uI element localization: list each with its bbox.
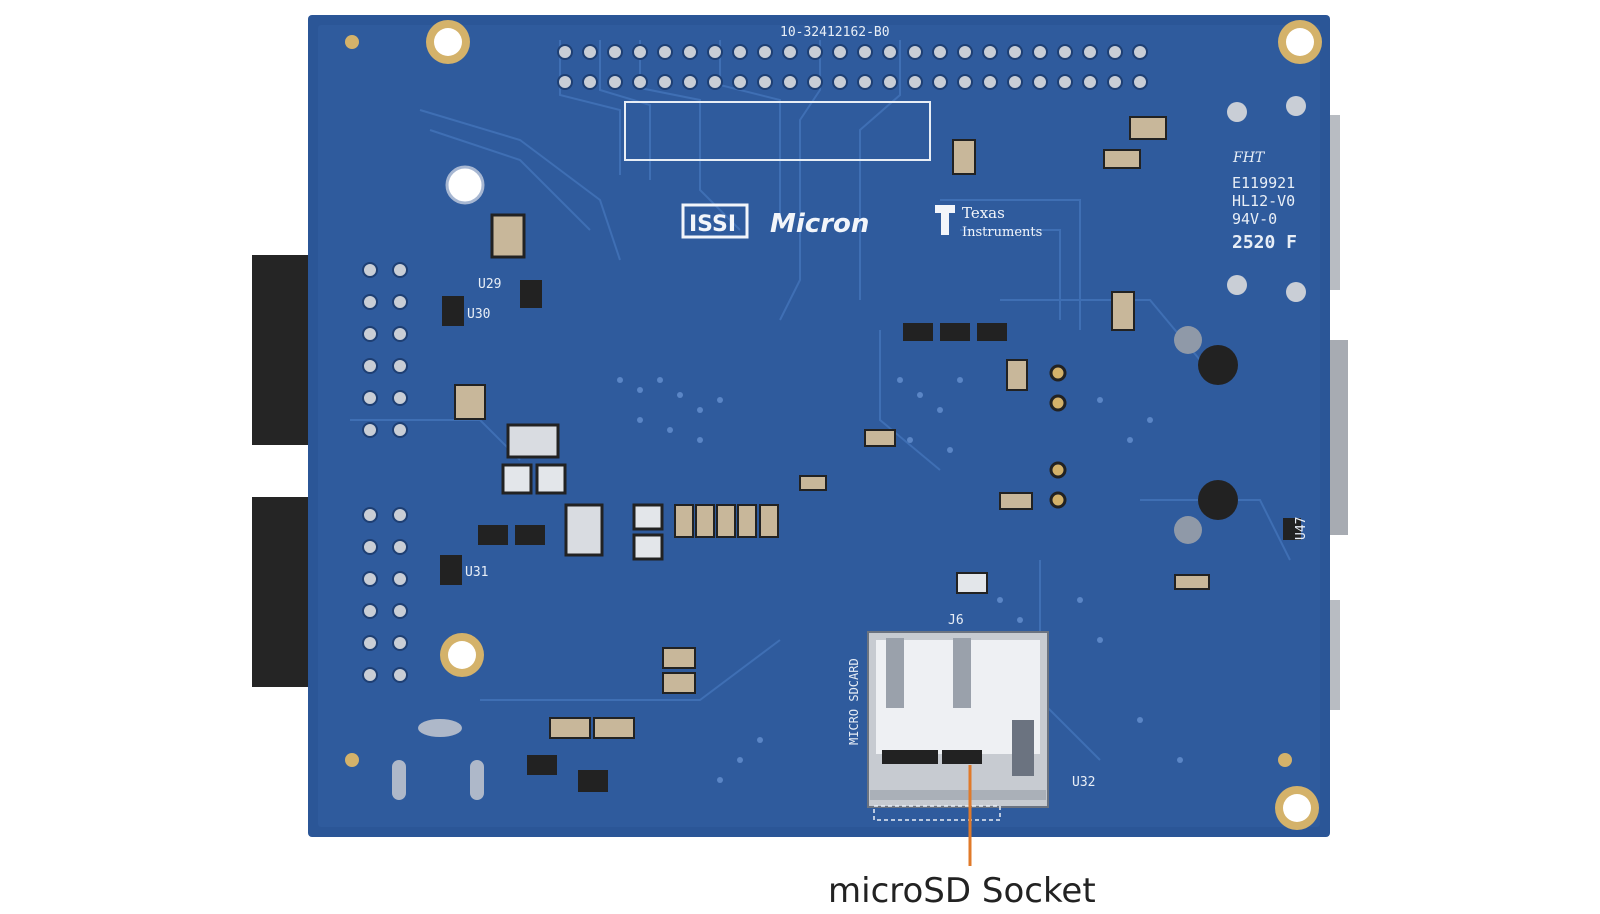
pcb-traces [350,40,1291,761]
pcb-inner-shade [318,25,1320,827]
ti-icon [935,205,955,235]
svg-text:HL12-V0: HL12-V0 [1232,192,1295,210]
ic-chips [440,280,1301,792]
board-part-number: 10-32412162-B0 [780,25,890,40]
via-fields [617,377,1183,783]
gpio-header-pads [557,44,1148,90]
silver-vias [1174,96,1306,544]
svg-text:2520 F: 2520 F [1232,232,1297,253]
fab-marking: FHT E119921 HL12-V0 94V-0 2520 F [1232,150,1297,253]
microsd-silkscreen-label: MICRO SDCARD [847,658,861,745]
svg-text:E119921: E119921 [1232,174,1295,192]
bottom-left-parts [392,719,484,800]
fab-logo: FHT [1232,150,1266,166]
silkscreen-box [624,101,931,161]
left-header-connector-lower [252,497,310,687]
left-header-connector-upper [252,255,310,445]
svg-text:Instruments: Instruments [962,225,1042,240]
refdes-u31: U31 [465,565,488,580]
micron-logo: Micron [770,209,869,239]
microsd-socket [867,631,1049,821]
refdes-u32: U32 [1072,775,1095,790]
mounting-hole-plain [445,165,485,205]
svg-text:ISSI: ISSI [689,212,736,237]
texas-instruments-logo: Texas Instruments [935,204,1042,240]
smd-components [454,116,1210,739]
left-header-pads [362,262,408,683]
gold-test-pads [1049,364,1067,509]
refdes-j6: J6 [948,613,964,628]
svg-text:Texas: Texas [962,204,1005,222]
refdes-u47: U47 [1294,517,1309,540]
issi-logo: ISSI [681,203,749,239]
svg-text:94V-0: 94V-0 [1232,210,1277,228]
refdes-u30: U30 [467,307,490,322]
screw-heads [1198,345,1238,520]
refdes-u29: U29 [478,277,501,292]
callout-label: microSD Socket [828,871,1096,911]
mounting-holes [345,20,1322,830]
